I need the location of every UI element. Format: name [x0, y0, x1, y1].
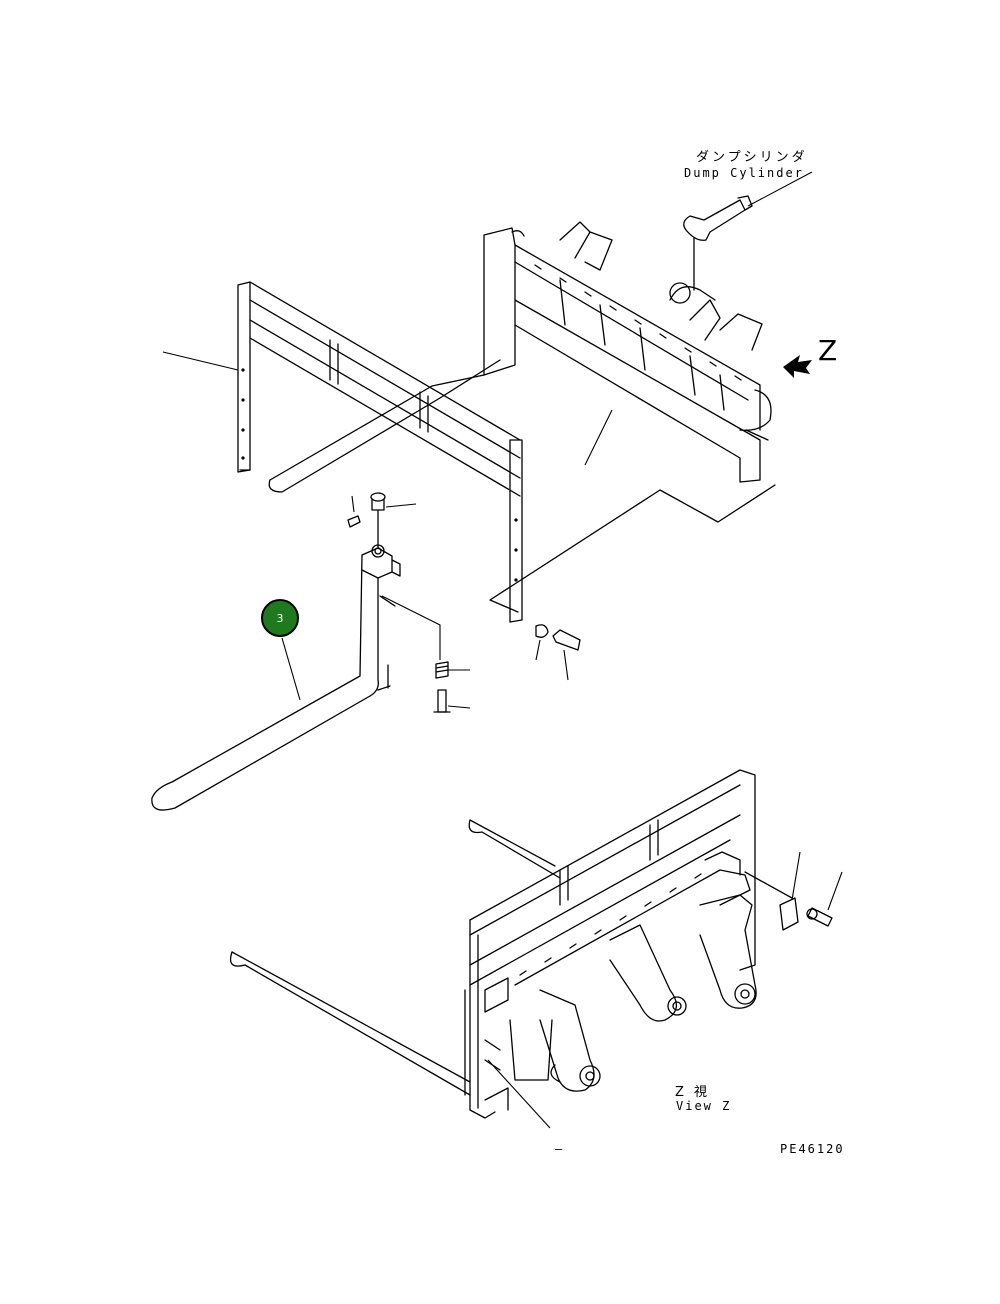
fork-pins-and-springs	[347, 492, 581, 713]
ground-reference-outline	[489, 484, 776, 613]
leader-carriage	[584, 409, 613, 466]
top-fork-carriage-assembly	[162, 171, 813, 623]
view-z-marker: Z	[818, 334, 838, 367]
view-z-assembly	[229, 769, 843, 1129]
callout-3-number: 3	[276, 611, 284, 625]
dash-mark: –	[555, 1142, 565, 1156]
dump-cylinder-en-label: Dump Cylinder	[684, 166, 804, 180]
dump-cylinder-pin	[683, 171, 813, 291]
callout-3-leader	[281, 637, 301, 701]
upper-left-fork	[237, 281, 521, 497]
upper-right-fork-arm	[509, 439, 523, 623]
drawing-number: PE46120	[780, 1142, 845, 1156]
upper-carriage-beam	[431, 221, 772, 483]
view-z-arrow	[783, 355, 812, 378]
leader-upper-fork	[162, 351, 239, 371]
view-z-jp-label: Z 視	[675, 1085, 711, 1100]
dump-cylinder-jp-label: ダンプシリンダ	[696, 150, 808, 165]
exploded-fork-item-3	[151, 544, 441, 811]
callout-3-bubble[interactable]: 3	[261, 599, 299, 637]
view-z-en-label: View Z	[676, 1099, 732, 1113]
